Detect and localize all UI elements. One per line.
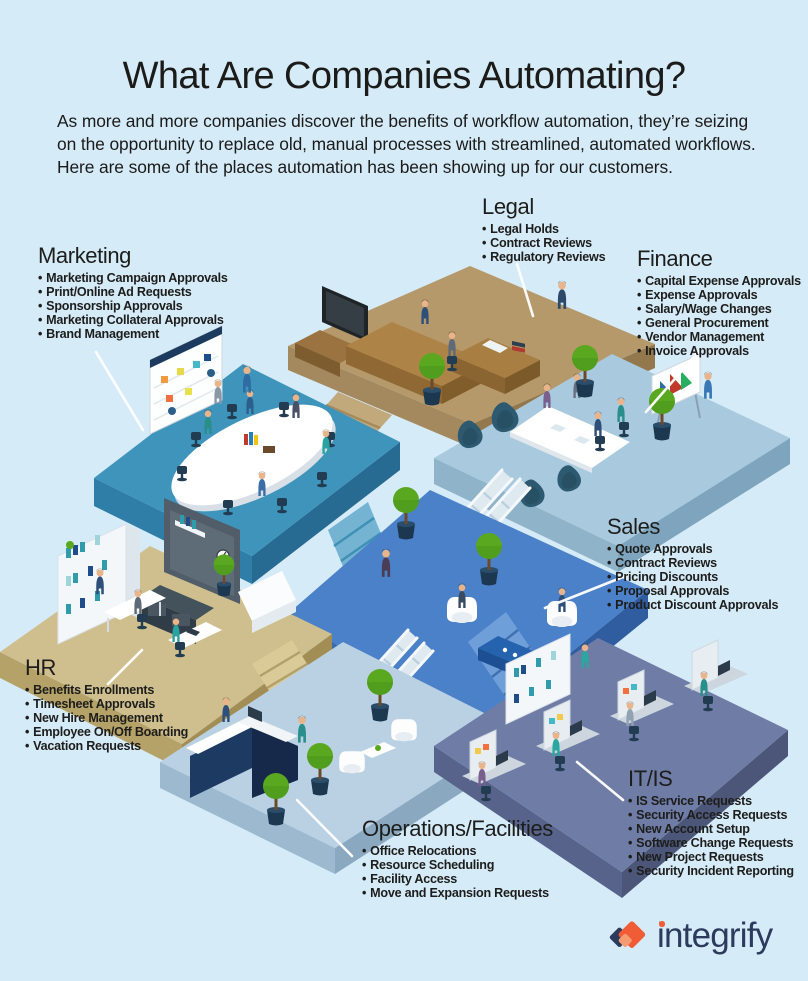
section-list-sales: Quote Approvals Contract Reviews Pricing…: [607, 542, 778, 612]
cubicle-desk: [610, 669, 674, 742]
automation-item: Expense Approvals: [637, 288, 801, 302]
automation-item: Resource Scheduling: [362, 858, 553, 872]
label-leader-lines: [94, 262, 702, 858]
automation-item: Facility Access: [362, 872, 553, 886]
section-list-legal: Legal Holds Contract Reviews Regulatory …: [482, 222, 605, 264]
section-list-operations: Office Relocations Resource Scheduling F…: [362, 844, 553, 900]
logo-i-dot: [659, 921, 665, 927]
page-title: What Are Companies Automating?: [122, 55, 686, 98]
cubicle-desk: [462, 729, 526, 802]
section-list-marketing: Marketing Campaign Approvals Print/Onlin…: [38, 271, 228, 341]
automation-item: New Account Setup: [628, 822, 794, 836]
automation-item: New Hire Management: [25, 711, 188, 725]
section-title-sales: Sales: [607, 514, 661, 539]
section-legal: Legal Legal Holds Contract Reviews Regul…: [482, 194, 606, 264]
cubicle-desk: [684, 639, 748, 712]
hr-floor: [0, 498, 332, 770]
section-title-itis: IT/IS: [628, 766, 673, 791]
automation-item: Brand Management: [38, 327, 228, 341]
section-finance: Finance Capital Expense Approvals Expens…: [637, 246, 801, 359]
automation-item: Capital Expense Approvals: [637, 274, 801, 288]
section-hr: HR Benefits Enrollments Timesheet Approv…: [25, 655, 188, 753]
automation-item: Sponsorship Approvals: [38, 299, 228, 313]
section-list-hr: Benefits Enrollments Timesheet Approvals…: [25, 683, 188, 753]
integrify-logo-mark: [609, 921, 646, 948]
automation-item: Software Change Requests: [628, 836, 794, 850]
section-list-itis: IS Service Requests Security Access Requ…: [628, 794, 794, 879]
automation-item: Product Discount Approvals: [607, 598, 778, 612]
automation-item: Contract Reviews: [482, 236, 605, 250]
automation-item: Timesheet Approvals: [25, 697, 188, 711]
cubicle-desk: [536, 699, 600, 772]
section-title-finance: Finance: [637, 246, 713, 271]
automation-item: Marketing Collateral Approvals: [38, 313, 228, 327]
section-title-legal: Legal: [482, 194, 534, 219]
section-title-hr: HR: [25, 655, 56, 680]
section-title-operations: Operations/Facilities: [362, 816, 553, 841]
automation-item: Salary/Wage Changes: [637, 302, 801, 316]
automation-item: Office Relocations: [362, 844, 553, 858]
automation-item: IS Service Requests: [628, 794, 794, 808]
automation-item: Regulatory Reviews: [482, 250, 605, 264]
automation-item: Proposal Approvals: [607, 584, 778, 598]
automation-item: Contract Reviews: [607, 556, 778, 570]
automation-item: Pricing Discounts: [607, 570, 778, 584]
automation-item: Marketing Campaign Approvals: [38, 271, 228, 285]
automation-item: Invoice Approvals: [637, 344, 801, 358]
automation-item: Vacation Requests: [25, 739, 188, 753]
automation-item: Print/Online Ad Requests: [38, 285, 228, 299]
integrify-logo-text: integrify: [657, 916, 773, 955]
intro-text: As more and more companies discover the …: [57, 111, 756, 178]
automation-item: Vendor Management: [637, 330, 801, 344]
automation-item: General Procurement: [637, 316, 801, 330]
section-itis: IT/IS IS Service Requests Security Acces…: [628, 766, 794, 879]
section-list-finance: Capital Expense Approvals Expense Approv…: [637, 274, 801, 359]
section-sales: Sales Quote Approvals Contract Reviews P…: [607, 514, 779, 612]
finance-floor: [434, 345, 790, 572]
automation-item: Quote Approvals: [607, 542, 778, 556]
section-title-marketing: Marketing: [38, 243, 131, 268]
section-operations-facilities: Operations/Facilities Office Relocations…: [362, 816, 553, 900]
itis-floor: [434, 633, 788, 898]
automation-item: Legal Holds: [482, 222, 605, 236]
automation-item: Benefits Enrollments: [25, 683, 188, 697]
automation-item: Security Access Requests: [628, 808, 794, 822]
automation-item: New Project Requests: [628, 850, 794, 864]
automation-item: Employee On/Off Boarding: [25, 725, 188, 739]
integrify-logo: integrify: [604, 913, 773, 959]
automation-item: Move and Expansion Requests: [362, 886, 553, 900]
automation-item: Security Incident Reporting: [628, 864, 794, 878]
section-marketing: Marketing Marketing Campaign Approvals P…: [38, 243, 228, 341]
